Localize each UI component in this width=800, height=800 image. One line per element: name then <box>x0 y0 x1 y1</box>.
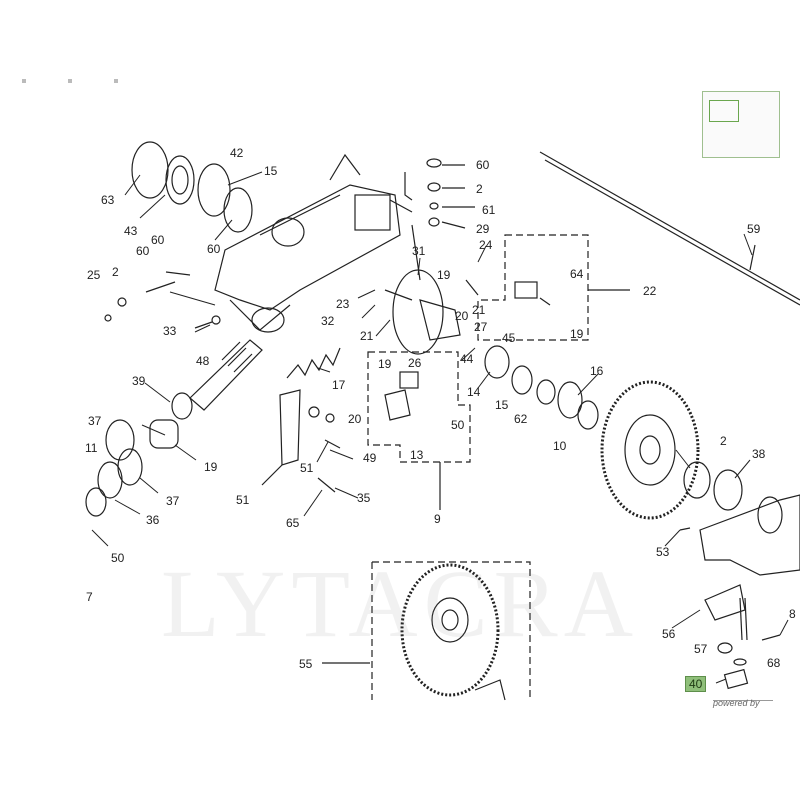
callout-label[interactable]: 23 <box>336 297 350 311</box>
callout-label[interactable]: 9 <box>434 512 441 526</box>
thumbnail-viewport <box>709 100 739 122</box>
callout-label[interactable]: 35 <box>357 491 371 505</box>
callout-label[interactable]: 11 <box>85 441 98 455</box>
callout-label[interactable]: 15 <box>495 398 509 412</box>
bracket <box>279 389 301 466</box>
callout-label[interactable]: 25 <box>87 268 101 282</box>
callout-label[interactable]: 60 <box>151 233 165 247</box>
callout-label[interactable]: 51 <box>300 461 314 475</box>
callout-label[interactable]: 33 <box>163 324 177 338</box>
callout-label[interactable]: 61 <box>482 203 496 217</box>
callout-label[interactable]: 7 <box>86 590 93 604</box>
callout-label[interactable]: 59 <box>747 222 761 236</box>
bevel-gear <box>400 563 500 697</box>
callout-label[interactable]: 60 <box>207 242 221 256</box>
callout-label[interactable]: 51 <box>236 493 250 507</box>
callout-label[interactable]: 36 <box>146 513 160 527</box>
callout-label[interactable]: 56 <box>662 627 676 641</box>
large-gear <box>600 380 700 520</box>
callout-label[interactable]: 50 <box>111 551 125 565</box>
rail-line <box>544 159 800 306</box>
callout-label[interactable]: 14 <box>467 385 481 399</box>
callout-label[interactable]: 44 <box>460 352 474 366</box>
callout-label[interactable]: 2 <box>112 265 119 279</box>
loading-dot <box>114 79 118 83</box>
callout-label[interactable]: 24 <box>479 238 493 252</box>
bolts-left <box>104 271 221 329</box>
spring <box>286 347 341 379</box>
group-65-frame <box>367 351 471 463</box>
callout-label[interactable]: 15 <box>264 164 278 178</box>
loading-dot <box>68 79 72 83</box>
group-64-frame <box>477 234 589 341</box>
callout-label[interactable]: 32 <box>321 314 335 328</box>
callout-label[interactable]: 68 <box>767 656 781 670</box>
callout-label[interactable]: 50 <box>451 418 465 432</box>
disc-assembly <box>384 224 479 355</box>
callout-label[interactable]: 39 <box>132 374 146 388</box>
main-frame <box>214 153 413 333</box>
group-68-frame <box>371 561 531 700</box>
callout-label[interactable]: 20 <box>348 412 362 426</box>
bearing <box>713 469 743 511</box>
callout-label[interactable]: 13 <box>410 448 424 462</box>
callout-label[interactable]: 49 <box>363 451 377 465</box>
callout-label-highlighted[interactable]: 40 <box>685 676 707 692</box>
diagram-thumbnail[interactable] <box>702 91 780 158</box>
callout-label[interactable]: 19 <box>204 460 218 474</box>
callout-label[interactable]: 64 <box>570 267 584 281</box>
shaft <box>189 339 263 411</box>
callout-label[interactable]: 21 <box>360 329 374 343</box>
callout-label[interactable]: 16 <box>590 364 604 378</box>
callout-label[interactable]: 22 <box>643 284 657 298</box>
callout-label[interactable]: 43 <box>124 224 138 238</box>
callout-label[interactable]: 19 <box>378 357 392 371</box>
callout-label[interactable]: 20 <box>455 309 469 323</box>
callout-label[interactable]: 63 <box>101 193 115 207</box>
callout-label[interactable]: 21 <box>472 303 486 317</box>
callout-label[interactable]: 8 <box>789 607 796 621</box>
bearing-group <box>131 141 253 233</box>
callout-label[interactable]: 65 <box>286 516 300 530</box>
callout-label[interactable]: 42 <box>230 146 244 160</box>
loading-dot <box>22 79 26 83</box>
callout-label[interactable]: 55 <box>299 657 313 671</box>
arm-plate <box>699 494 800 576</box>
callout-label[interactable]: 2 <box>720 434 727 448</box>
bearing <box>683 461 711 499</box>
callout-label[interactable]: 10 <box>553 439 567 453</box>
callout-label[interactable]: 29 <box>476 222 490 236</box>
rail-line <box>539 151 800 301</box>
callout-label[interactable]: 19 <box>437 268 451 282</box>
callout-label[interactable]: 37 <box>166 494 180 508</box>
cam-part <box>704 584 746 621</box>
callout-label[interactable]: 31 <box>412 244 426 258</box>
bolt-stack <box>404 158 475 229</box>
callout-label[interactable]: 60 <box>136 244 150 258</box>
powered-by: powered by <box>713 698 773 721</box>
callout-label[interactable]: 57 <box>694 642 708 656</box>
callout-label[interactable]: 53 <box>656 545 670 559</box>
leader-lines <box>91 171 789 684</box>
pin <box>324 439 341 449</box>
callout-label[interactable]: 19 <box>570 327 584 341</box>
callout-label[interactable]: 27 <box>474 320 488 334</box>
rings-right <box>484 345 599 430</box>
callout-label[interactable]: 45 <box>502 331 516 345</box>
powered-by-label: powered by <box>713 698 760 708</box>
callout-label[interactable]: 26 <box>408 356 422 370</box>
callout-label[interactable]: 48 <box>196 354 210 368</box>
callout-label[interactable]: 2 <box>476 182 483 196</box>
callout-label[interactable]: 38 <box>752 447 766 461</box>
callout-label[interactable]: 17 <box>332 378 346 392</box>
callout-label[interactable]: 62 <box>514 412 528 426</box>
pin <box>317 477 336 493</box>
callout-label[interactable]: 60 <box>476 158 490 172</box>
rings-left <box>85 392 193 517</box>
callout-label[interactable]: 37 <box>88 414 102 428</box>
sensor-part <box>514 281 538 299</box>
